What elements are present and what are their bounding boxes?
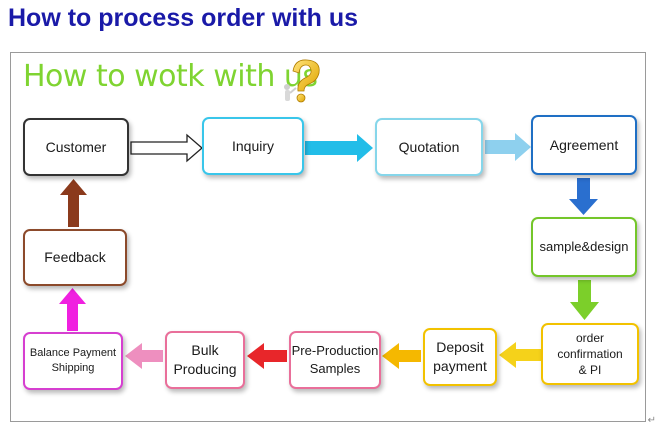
node-quotation: Quotation bbox=[375, 118, 483, 176]
node-balance-payment-shipping: Balance Payment Shipping bbox=[23, 332, 123, 390]
node-quotation-label: Quotation bbox=[398, 138, 460, 155]
arrow-feedback-to-customer bbox=[60, 179, 87, 227]
node-customer-label: Customer bbox=[45, 138, 107, 155]
arrow-bulk-to-balance bbox=[125, 343, 163, 369]
node-agreement: Agreement bbox=[531, 115, 637, 175]
arrow-quotation-to-agreement bbox=[485, 133, 531, 161]
arrow-sample-to-order bbox=[570, 280, 599, 320]
node-feedback-label: Feedback bbox=[44, 249, 106, 266]
question-mark-icon bbox=[284, 59, 320, 103]
node-customer: Customer bbox=[23, 118, 129, 176]
node-pre-production-samples-label: Pre-Production Samples bbox=[291, 343, 379, 376]
arrow-deposit-to-preproduction bbox=[382, 343, 421, 369]
node-deposit-payment: Deposit payment bbox=[423, 328, 497, 386]
node-sample-design: sample&design bbox=[531, 217, 637, 277]
node-bulk-producing-label: Bulk Producing bbox=[173, 342, 237, 377]
diagram-title: How to wotk with us bbox=[23, 59, 318, 94]
arrow-agreement-to-sample bbox=[569, 178, 598, 215]
node-agreement-label: Agreement bbox=[549, 136, 619, 153]
arrow-preproduction-to-bulk bbox=[247, 343, 287, 369]
node-order-confirmation-label: order confirmation & PI bbox=[557, 330, 623, 378]
arrow-inquiry-to-quotation bbox=[305, 134, 373, 162]
page-title: How to process order with us bbox=[8, 4, 359, 32]
node-pre-production-samples: Pre-Production Samples bbox=[289, 331, 381, 389]
arrow-order-to-deposit bbox=[499, 342, 541, 368]
node-order-confirmation: order confirmation & PI bbox=[541, 323, 639, 385]
arrow-balance-to-feedback bbox=[59, 288, 86, 331]
node-feedback: Feedback bbox=[23, 229, 127, 286]
node-deposit-payment-label: Deposit payment bbox=[433, 339, 487, 374]
flow-arrows bbox=[59, 133, 599, 369]
node-bulk-producing: Bulk Producing bbox=[165, 331, 245, 389]
node-inquiry: Inquiry bbox=[202, 117, 304, 175]
return-mark: ↵ bbox=[647, 415, 656, 426]
node-balance-payment-shipping-label: Balance Payment Shipping bbox=[29, 347, 117, 374]
node-inquiry-label: Inquiry bbox=[231, 137, 275, 154]
node-sample-design-label: sample&design bbox=[539, 239, 629, 255]
diagram-frame: How to wotk with us bbox=[10, 52, 646, 422]
arrow-customer-to-inquiry bbox=[130, 133, 203, 163]
